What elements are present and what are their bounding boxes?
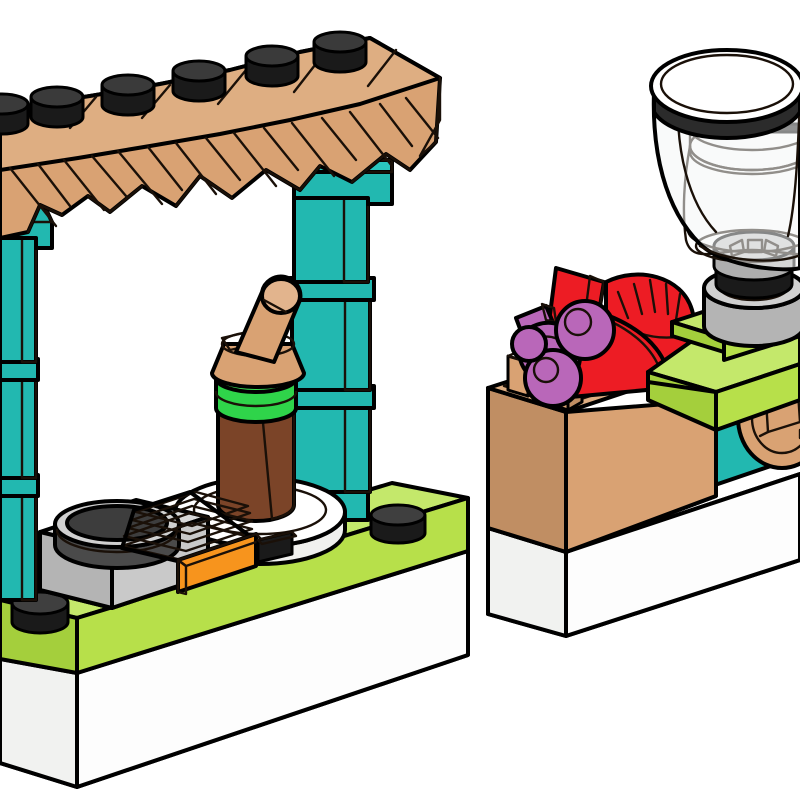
roof-stud [171,59,227,103]
right-stall [486,48,800,638]
roof-stud [244,44,300,88]
grape-berry [523,348,583,408]
roof-stud [100,73,156,117]
lantern-glass-dome [649,48,800,272]
tree-plant [210,274,306,523]
red-leaf-veins [616,278,682,322]
stove-assembly [38,498,210,610]
roof-stud [312,30,368,74]
roof-stud [0,92,30,136]
left-stall [0,30,470,789]
thatch-scallops [26,152,412,234]
roof-studs [0,30,368,136]
roof-stud [29,85,85,129]
grape-berry [510,325,548,363]
grape-berry [554,299,616,361]
purple-produce [510,299,616,408]
right-base-brick [486,472,800,638]
black-tile [256,530,298,564]
thatch-stripes [8,96,440,228]
food-tile [120,490,256,565]
